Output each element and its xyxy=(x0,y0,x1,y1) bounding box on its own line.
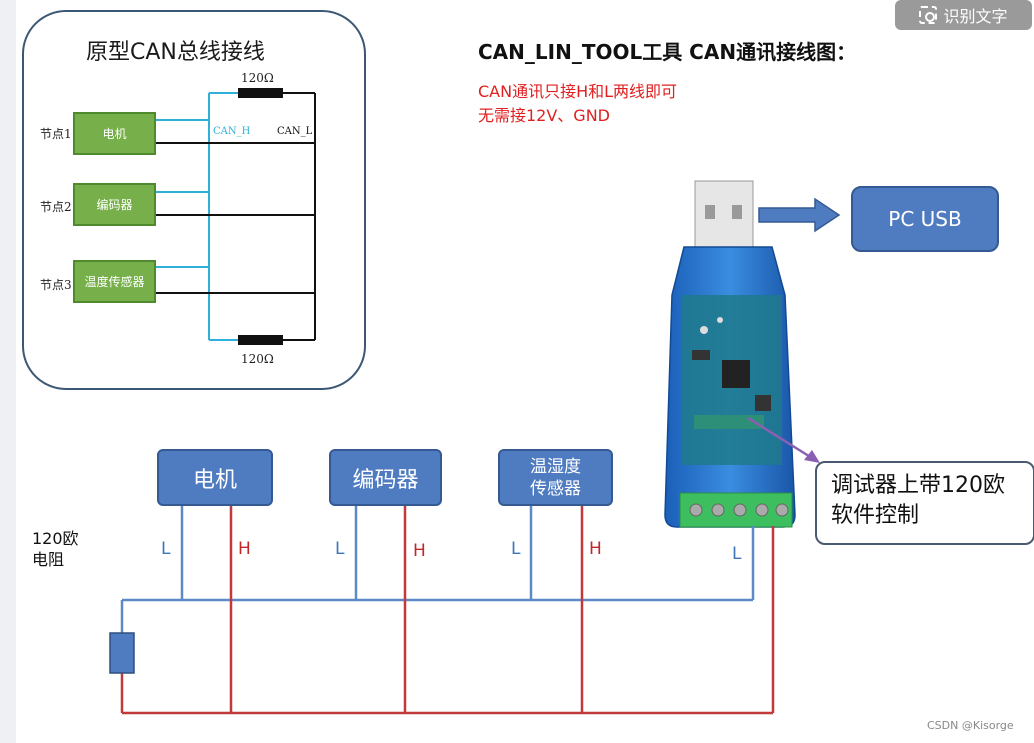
node-label-2: 节点2 xyxy=(40,200,72,214)
resistor-note: 120欧 电阻 xyxy=(32,528,79,570)
resistor-bottom-symbol xyxy=(238,335,283,345)
node-device-temp-sensor: 温度传感器 xyxy=(73,260,156,303)
bus-device-encoder: 编码器 xyxy=(329,449,442,506)
wire-label-h-1: H xyxy=(238,539,251,559)
node-label-1: 节点1 xyxy=(40,127,72,141)
usb-plug xyxy=(694,180,754,248)
node-device-motor: 电机 xyxy=(73,112,156,155)
resistor-note-line-1: 120欧 xyxy=(32,529,79,548)
adapter-chip xyxy=(722,360,750,388)
ocr-button[interactable]: 识别文字 xyxy=(895,0,1032,30)
pc-usb-box: PC USB xyxy=(851,186,999,252)
resistor-top-symbol xyxy=(238,88,283,98)
node-device-encoder: 编码器 xyxy=(73,183,156,226)
wire-label-l-3: L xyxy=(511,539,521,559)
note-line-1: CAN通讯只接H和L两线即可 xyxy=(478,82,678,101)
wire-label-l-1: L xyxy=(161,539,171,559)
callout-arrow xyxy=(747,416,820,463)
bus-device-sensor: 温湿度 传感器 xyxy=(498,449,613,506)
wire-label-h-2: H xyxy=(413,541,426,561)
bus-device-encoder-label: 编码器 xyxy=(352,467,419,493)
left-gutter xyxy=(0,0,16,743)
topology-title: 原型CAN总线接线 xyxy=(86,40,265,65)
bus-device-sensor-line-2: 传感器 xyxy=(530,478,581,499)
ocr-scan-icon xyxy=(919,6,938,24)
usb-can-adapter xyxy=(664,180,796,528)
node-label-3: 节点3 xyxy=(40,278,72,292)
resistor-top-label: 120Ω xyxy=(241,71,274,85)
can-h-label: CAN_H xyxy=(213,126,251,137)
topology-wiring xyxy=(155,88,316,345)
bus-device-motor: 电机 xyxy=(157,449,273,506)
callout-line-2: 软件控制 xyxy=(831,503,920,528)
callout-line-1: 调试器上带120欧 xyxy=(831,473,1005,498)
wire-label-l-4: L xyxy=(732,544,742,564)
wiring-title: CAN_LIN_TOOL工具 CAN通讯接线图： xyxy=(478,40,857,64)
bus-device-motor-label: 电机 xyxy=(192,467,237,493)
bus-device-sensor-line-1: 温湿度 xyxy=(530,456,581,477)
resistor-callout: 调试器上带120欧 软件控制 xyxy=(815,461,1034,545)
resistor-bottom-label: 120Ω xyxy=(241,352,274,366)
can-l-label: CAN_L xyxy=(277,126,313,137)
resistor-note-line-2: 电阻 xyxy=(32,550,65,569)
note-line-2: 无需接12V、GND xyxy=(478,106,610,125)
watermark: CSDN @Kisorge xyxy=(927,719,1014,732)
bus-resistor xyxy=(109,632,135,674)
ocr-button-label: 识别文字 xyxy=(943,7,1008,26)
wire-label-h-3: H xyxy=(589,539,602,559)
wire-label-l-2: L xyxy=(335,539,345,559)
arrow-to-pc xyxy=(758,197,841,233)
